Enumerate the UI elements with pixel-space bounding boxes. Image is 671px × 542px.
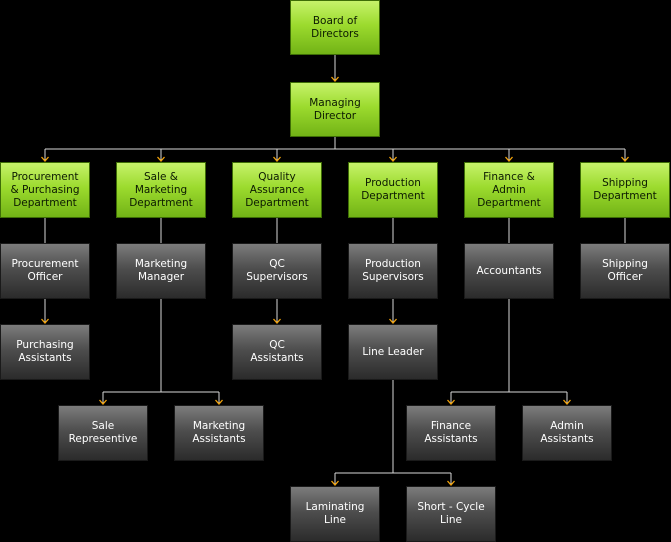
arrow-head <box>273 318 281 324</box>
arrow-head <box>331 76 339 82</box>
marketing-manager-box: Marketing Manager <box>116 243 206 299</box>
production-department-box: Production Department <box>348 162 438 218</box>
arrow-head <box>447 480 455 486</box>
board-of-directors-box: Board of Directors <box>290 0 380 55</box>
accountants-box: Accountants <box>464 243 554 299</box>
arrow-head <box>389 156 397 162</box>
shipping-department-box: Shipping Department <box>580 162 670 218</box>
arrow-head <box>563 399 571 405</box>
sales-marketing-department-box: Sale & Marketing Department <box>116 162 206 218</box>
arrow-head <box>389 318 397 324</box>
quality-assurance-department-box: Quality Assurance Department <box>232 162 322 218</box>
laminating-line-box: Laminating Line <box>290 486 380 542</box>
qc-supervisors-box: QC Supervisors <box>232 243 322 299</box>
procurement-department-box: Procurement & Purchasing Department <box>0 162 90 218</box>
line-leader-box: Line Leader <box>348 324 438 380</box>
arrow-head <box>41 156 49 162</box>
managing-director-box: Managing Director <box>290 82 380 137</box>
admin-assistants-box: Admin Assistants <box>522 405 612 461</box>
short-cycle-line-box: Short - Cycle Line <box>406 486 496 542</box>
qc-assistants-box: QC Assistants <box>232 324 322 380</box>
procurement-officer-box: Procurement Officer <box>0 243 90 299</box>
arrow-head <box>215 399 223 405</box>
arrow-head <box>273 156 281 162</box>
production-supervisors-box: Production Supervisors <box>348 243 438 299</box>
sale-representive-box: Sale Representive <box>58 405 148 461</box>
purchasing-assistants-box: Purchasing Assistants <box>0 324 90 380</box>
arrow-head <box>157 156 165 162</box>
marketing-assistants-box: Marketing Assistants <box>174 405 264 461</box>
arrow-head <box>505 156 513 162</box>
arrow-head <box>99 399 107 405</box>
finance-assistants-box: Finance Assistants <box>406 405 496 461</box>
shipping-officer-box: Shipping Officer <box>580 243 670 299</box>
arrow-head <box>331 480 339 486</box>
finance-admin-department-box: Finance & Admin Department <box>464 162 554 218</box>
arrow-head <box>447 399 455 405</box>
arrow-head <box>41 318 49 324</box>
arrow-head <box>621 156 629 162</box>
